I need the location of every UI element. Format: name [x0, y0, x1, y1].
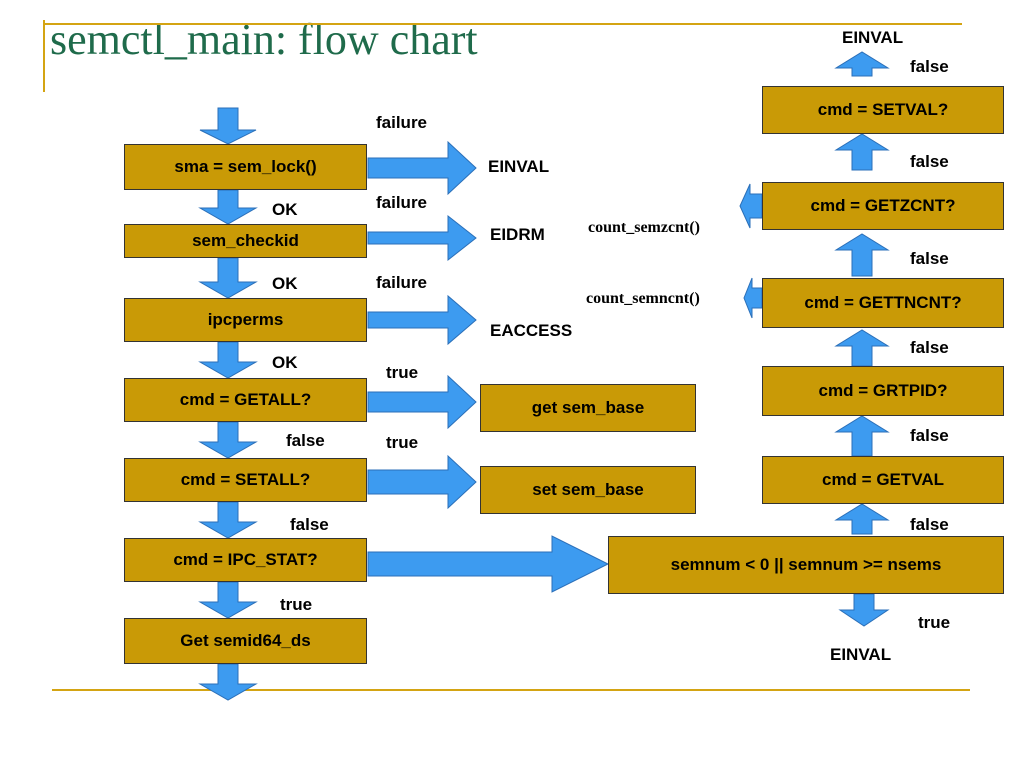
box-cmd-setall: cmd = SETALL?	[124, 458, 367, 502]
box-set-sem-base: set sem_base	[480, 466, 696, 514]
label-up-false-2: false	[910, 249, 949, 268]
result-eidrm: EIDRM	[490, 225, 545, 244]
result-einval: EINVAL	[488, 157, 550, 176]
arrow-up-einval	[834, 51, 890, 77]
label-true-getall: true	[386, 363, 419, 382]
arrow-down-true	[198, 581, 258, 619]
box-semnum-check: semnum < 0 || semnum >= nsems	[608, 536, 1004, 594]
arrow-down-ok-1	[198, 189, 258, 225]
label-false-1: false	[286, 431, 325, 450]
arrow-up-false-4	[834, 415, 890, 457]
box-cmd-getzcnt: cmd = GETZCNT?	[762, 182, 1004, 230]
arrow-right-failure-eaccess	[367, 294, 477, 346]
box-cmd-grtpid: cmd = GRTPID?	[762, 366, 1004, 416]
label-up-false-0: false	[910, 57, 949, 76]
label-count-semncnt: count_semncnt()	[586, 290, 700, 307]
box-get-sem-base: get sem_base	[480, 384, 696, 432]
result-top-einval: EINVAL	[842, 28, 904, 47]
box-cmd-getval: cmd = GETVAL	[762, 456, 1004, 504]
box-cmd-gettncnt: cmd = GETTNCNT?	[762, 278, 1004, 328]
label-up-false-4: false	[910, 426, 949, 445]
arrow-right-true-getall	[367, 374, 477, 430]
arrow-down-ok-3	[198, 341, 258, 379]
arrow-down-ok-2	[198, 257, 258, 299]
label-failure-3: failure	[376, 273, 428, 292]
arrow-down-false-1	[198, 421, 258, 459]
arrow-down-semnum-true	[838, 593, 890, 627]
label-ok-3: OK	[272, 353, 298, 372]
arrow-left-getzcnt	[739, 183, 763, 229]
arrow-up-false-1	[834, 133, 890, 171]
arrow-right-true-setall	[367, 454, 477, 510]
arrow-up-false-3	[834, 329, 890, 367]
box-sem-lock: sma = sem_lock()	[124, 144, 367, 190]
arrow-down-false-2	[198, 501, 258, 539]
box-cmd-setval: cmd = SETVAL?	[762, 86, 1004, 134]
arrow-down-out	[198, 663, 258, 701]
box-sem-checkid: sem_checkid	[124, 224, 367, 258]
box-get-semid64-ds: Get semid64_ds	[124, 618, 367, 664]
label-up-false-3: false	[910, 338, 949, 357]
box-cmd-ipc-stat: cmd = IPC_STAT?	[124, 538, 367, 582]
label-true-setall: true	[386, 433, 419, 452]
label-true-ipc-stat: true	[280, 595, 313, 614]
arrow-right-failure-eidrm	[367, 214, 477, 262]
label-ok-1: OK	[272, 200, 298, 219]
label-ok-2: OK	[272, 274, 298, 293]
decorative-rules	[43, 20, 970, 691]
box-ipcperms: ipcperms	[124, 298, 367, 342]
result-bottom-einval: EINVAL	[830, 645, 892, 664]
arrow-down-into-sem-lock	[199, 107, 257, 145]
arrow-left-gettncnt	[743, 277, 763, 319]
arrow-right-ipcstat-to-semnum	[367, 535, 610, 593]
arrow-up-false-5	[834, 503, 890, 535]
arrow-right-failure-einval	[367, 140, 477, 196]
label-failure-1: failure	[376, 113, 428, 132]
label-count-semzcnt: count_semzcnt()	[588, 219, 700, 236]
label-up-false-5: false	[910, 515, 949, 534]
label-failure-2: failure	[376, 193, 428, 212]
result-eaccess: EACCESS	[490, 321, 573, 340]
label-false-2: false	[290, 515, 329, 534]
arrow-up-false-2	[834, 233, 890, 277]
label-up-false-1: false	[910, 152, 949, 171]
label-bottom-true: true	[918, 613, 951, 632]
box-cmd-getall: cmd = GETALL?	[124, 378, 367, 422]
